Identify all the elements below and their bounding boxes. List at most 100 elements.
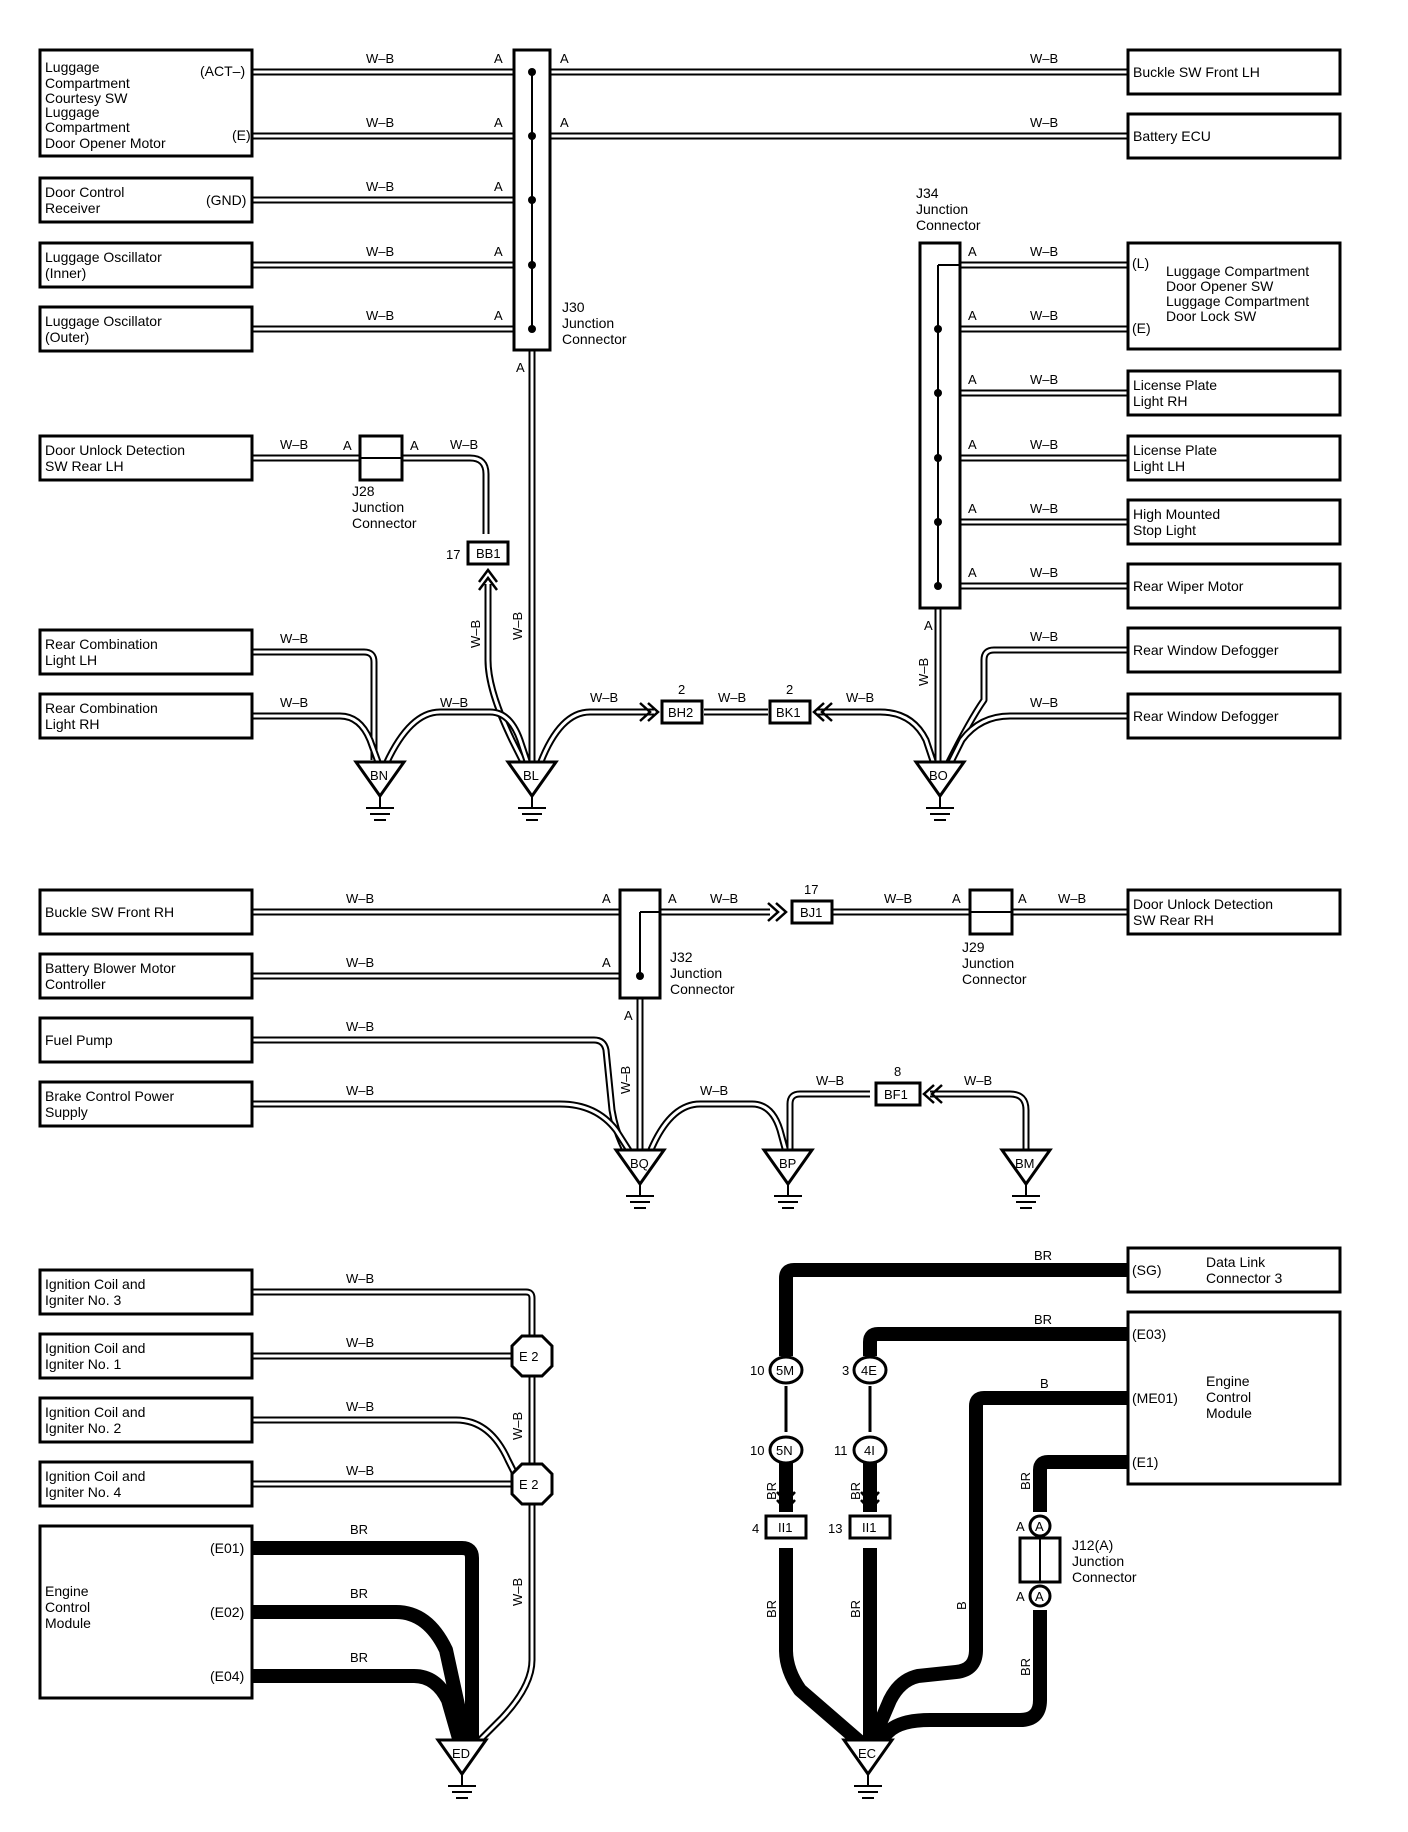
ground-bo-label: BO (929, 768, 948, 783)
wire-label-wb: W–B (884, 891, 912, 906)
pin-a: A (1016, 1589, 1025, 1604)
ign4-line2: Igniter No. 4 (45, 1484, 121, 1500)
e2-label-1: E 2 (519, 1349, 539, 1364)
engine-control-module-left-box: Engine Control Module (E01) (E02) (E04) (38, 1524, 254, 1700)
bf1-pin: 8 (894, 1064, 901, 1079)
wire-label-br: BR (764, 1482, 779, 1500)
ground-bn-label: BN (370, 768, 388, 783)
luggage-oscillator-inner-box: Luggage Oscillator (Inner) (38, 241, 254, 289)
wire-label-br: BR (848, 1600, 863, 1618)
rear-window-defogger-1-box: Rear Window Defogger (1126, 626, 1342, 674)
pin-a: A (1018, 891, 1027, 906)
wire-label-wb: W–B (1030, 629, 1058, 644)
pin-a: A (668, 891, 677, 906)
wire-label-br: BR (1034, 1312, 1052, 1327)
luggage-line6: Door Opener Motor (45, 135, 166, 151)
bf1-connector: BF1 8 (874, 1064, 943, 1107)
luggage-line2: Compartment (45, 75, 130, 91)
blower-line2: Controller (45, 976, 106, 992)
ground-ed-label: ED (452, 1746, 470, 1761)
j28-line2: Junction (352, 499, 404, 515)
c5n-label: 5N (776, 1443, 793, 1458)
wire-label-wb: W–B (718, 690, 746, 705)
wire-label-wb: W–B (1030, 372, 1058, 387)
bj1-label: BJ1 (800, 905, 822, 920)
osc-inner-line1: Luggage Oscillator (45, 249, 162, 265)
connector-ii1-4: II1 4 (752, 1491, 808, 1540)
pin-e-left: (E) (232, 127, 251, 143)
pin-a: A (624, 1008, 633, 1023)
wire-label-wb: W–B (366, 51, 394, 66)
wire-label-wb: W–B (1030, 51, 1058, 66)
defog1-label: Rear Window Defogger (1133, 642, 1279, 658)
section2-wire-labels: W–B W–B W–B W–B W–B W–B W–B W–B W–B W–B … (346, 891, 1086, 1098)
license-plate-light-lh-box: License Plate Light LH (1126, 434, 1342, 482)
pin-a: A (968, 244, 977, 259)
j12-line3: Connector (1072, 1569, 1137, 1585)
engine-control-module-right-box: (E03) (ME01) (E1) Engine Control Module (1126, 1310, 1342, 1486)
fuel-pump-label: Fuel Pump (45, 1032, 113, 1048)
osc-outer-line1: Luggage Oscillator (45, 313, 162, 329)
pin-a: A (1016, 1519, 1025, 1534)
j32-line3: Connector (670, 981, 735, 997)
ground-bq-label: BQ (630, 1156, 649, 1171)
j30-line1: J30 (562, 299, 585, 315)
brake-line1: Brake Control Power (45, 1088, 175, 1104)
ii1a-pin: 4 (752, 1521, 759, 1536)
rear-comb-light-rh-box: Rear Combination Light RH (38, 692, 254, 740)
bf1-label: BF1 (884, 1087, 908, 1102)
unlock-lh-line2: SW Rear LH (45, 458, 124, 474)
wire-label-wb: W–B (346, 1019, 374, 1034)
rcl-rh-line2: Light RH (45, 716, 99, 732)
door-ctrl-line1: Door Control (45, 184, 124, 200)
wire-label-wb: W–B (710, 891, 738, 906)
connector-5m: 5M 10 (750, 1355, 804, 1385)
j29-line1: J29 (962, 939, 985, 955)
wire-label-wb: W–B (1030, 695, 1058, 710)
wire-label-br: BR (1018, 1472, 1033, 1490)
j29-line3: Connector (962, 971, 1027, 987)
wire-label-wb: W–B (700, 1083, 728, 1098)
j12-junction-connector: A A A A J12(A) Junction Connector (1016, 1514, 1137, 1608)
ign4-line1: Ignition Coil and (45, 1468, 145, 1484)
ign2-line2: Igniter No. 2 (45, 1420, 121, 1436)
wire-label-wb: W–B (1030, 115, 1058, 130)
igniter-no1-box: Ignition Coil and Igniter No. 1 (38, 1332, 254, 1380)
lpl-lh-line1: License Plate (1133, 442, 1217, 458)
j34-junction-connector: J34 Junction Connector A A A A A A A (916, 185, 981, 633)
j34-line3: Connector (916, 217, 981, 233)
blower-line1: Battery Blower Motor (45, 960, 176, 976)
pin-e02: (E02) (210, 1604, 244, 1620)
ign2-line1: Ignition Coil and (45, 1404, 145, 1420)
wire-label-br: BR (764, 1600, 779, 1618)
rcl-lh-line1: Rear Combination (45, 636, 158, 652)
ign3-line2: Igniter No. 3 (45, 1292, 121, 1308)
pin-a: A (924, 618, 933, 633)
wire-label-b: B (1040, 1376, 1049, 1391)
ign1-line1: Ignition Coil and (45, 1340, 145, 1356)
pin-act: (ACT–) (200, 63, 245, 79)
pin-e1: (E1) (1132, 1454, 1158, 1470)
rear-comb-light-lh-box: Rear Combination Light LH (38, 628, 254, 676)
section1-wires (252, 68, 1128, 766)
wire-label-br: BR (1018, 1658, 1033, 1676)
igniter-no3-box: Ignition Coil and Igniter No. 3 (38, 1268, 254, 1316)
ground-bq: BQ (613, 1148, 667, 1209)
j32-junction-connector: A A A A J32 Junction Connector (602, 888, 735, 1023)
pin-a: A (560, 115, 569, 130)
ecm-left-line3: Module (45, 1615, 91, 1631)
pin-a: A (602, 955, 611, 970)
wire-label-wb: W–B (1058, 891, 1086, 906)
pin-e-right: (E) (1132, 320, 1151, 336)
j32-line2: Junction (670, 965, 722, 981)
j30-line2: Junction (562, 315, 614, 331)
wire-label-wb: W–B (846, 690, 874, 705)
ign3-line1: Ignition Coil and (45, 1276, 145, 1292)
ground-bo: BO (913, 760, 967, 821)
connector-4i: 4I 11 (834, 1435, 888, 1465)
unlock-rh-line2: SW Rear RH (1133, 912, 1214, 928)
bh2-connector: BH2 2 (639, 682, 704, 725)
door-ctrl-line2: Receiver (45, 200, 101, 216)
defog2-label: Rear Window Defogger (1133, 708, 1279, 724)
pin-a: A (494, 179, 503, 194)
